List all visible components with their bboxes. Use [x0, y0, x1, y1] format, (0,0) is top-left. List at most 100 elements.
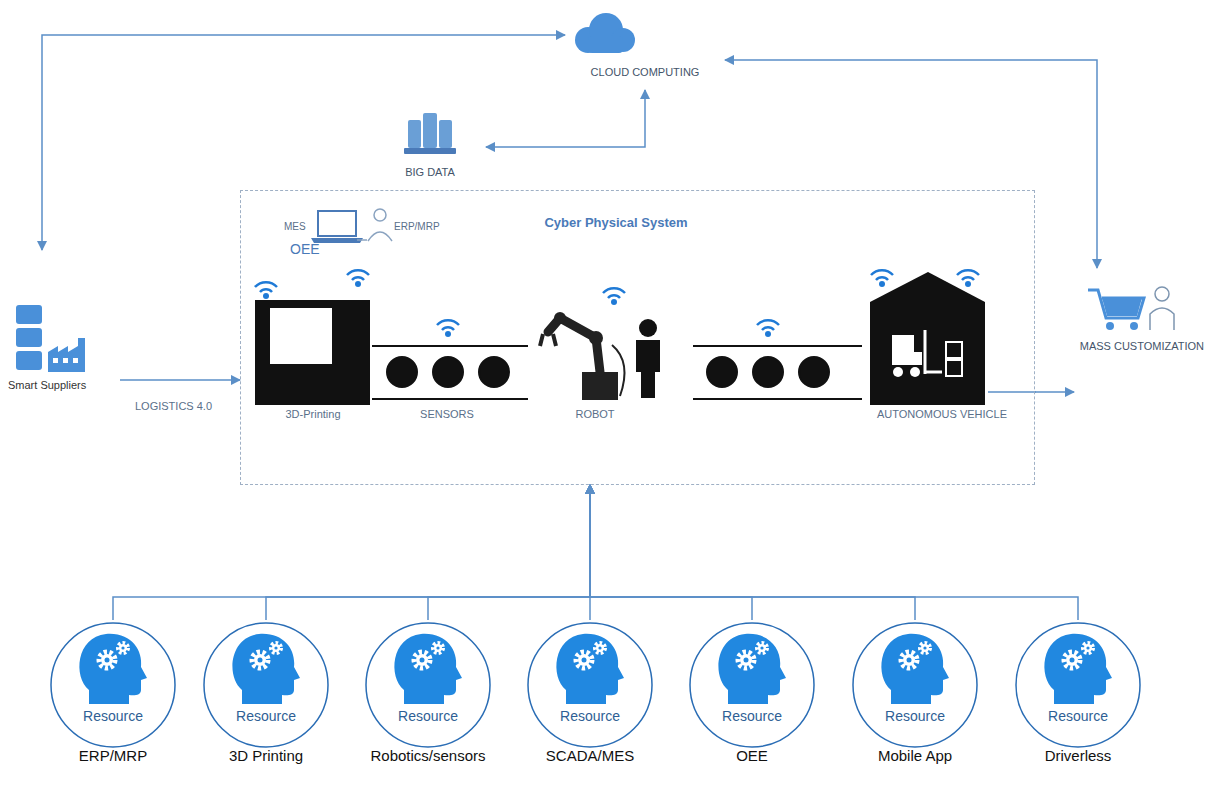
resource-label: Resource: [885, 708, 945, 725]
connector: [1035, 391, 1074, 393]
resource-label: Resource: [1048, 708, 1108, 725]
machine-label: ROBOT: [575, 408, 614, 421]
sensor-node: SENSORS: [375, 318, 528, 425]
supplier-node: Smart Suppliers: [4, 250, 120, 395]
warehouse-icon: [925, 371, 942, 374]
resource-circle: [204, 623, 328, 747]
big-data-icon: [404, 148, 456, 154]
resource-circle: ResourceDriverless: [1008, 620, 1148, 770]
supplier-label: Smart Suppliers: [8, 379, 86, 392]
resource-circle: [51, 623, 175, 747]
cart-icon: [1106, 322, 1114, 330]
skill-label: 3D Printing: [229, 747, 303, 765]
robot-arm: [589, 331, 603, 345]
output-line: [988, 391, 1036, 393]
connector: [266, 485, 590, 620]
resource-circle: ResourceRobotics/sensors: [358, 620, 498, 770]
wifi-signals: [255, 270, 979, 337]
skill-label: Robotics/sensors: [370, 747, 485, 765]
wifi-signals: [757, 320, 779, 337]
connector: [590, 485, 915, 620]
warehouse-icon: [946, 342, 962, 358]
factory-icon: [53, 358, 58, 363]
resource-circle: [528, 623, 652, 747]
head-icon: [718, 634, 786, 704]
resource-label: Resource: [83, 708, 143, 725]
machine-label: SENSORS: [420, 408, 474, 421]
factory-icon: [73, 358, 78, 363]
conveyor: [707, 357, 737, 387]
cart-icon: [1088, 290, 1144, 318]
skill-label: Driverless: [1045, 747, 1112, 765]
boundary-title: Cyber Physical System: [544, 215, 687, 231]
supplier-barrels: [16, 305, 42, 370]
customer-icon: [1150, 287, 1174, 330]
connector: [486, 90, 645, 147]
connector: [42, 35, 565, 250]
robot-node: ROBOT: [530, 300, 660, 425]
cart-icon: [1102, 298, 1142, 316]
printer-node: 3D-Printing: [255, 300, 372, 425]
warehouse-icon: [870, 272, 985, 405]
person-icon: [374, 209, 386, 221]
factory-icon: [63, 358, 68, 363]
customer-icon: [1155, 287, 1169, 301]
conveyor: [479, 357, 509, 387]
conveyor: [693, 346, 862, 399]
system-label: ERP/MRP: [394, 221, 440, 233]
big-data-icon: [423, 113, 437, 148]
conveyor: [372, 345, 528, 347]
head-icon: [394, 634, 462, 704]
resource-circle: Resource3D Printing: [196, 620, 336, 770]
conveyor: [693, 345, 862, 347]
head-icon: [1044, 634, 1112, 704]
supplier-barrels: [16, 328, 42, 347]
resource-circle: ResourceERP/MRP: [43, 620, 183, 770]
factory-icon: [48, 338, 85, 372]
big-data-icon: [439, 120, 452, 148]
resource-circle: ResourceOEE: [682, 620, 822, 770]
head-icon: [556, 634, 624, 704]
head-icon: [232, 634, 300, 704]
cloud-node: CLOUD COMPUTING: [565, 10, 725, 90]
vehicle-node: AUTONOMOUS VEHICLE: [860, 270, 1025, 425]
resource-label: Resource: [722, 708, 782, 725]
worker-figure: [636, 319, 660, 398]
resource-label: Resource: [398, 708, 458, 725]
conveyor: [753, 357, 783, 387]
system-label: MES: [284, 221, 306, 233]
system-label: OEE: [290, 241, 320, 258]
connector: [120, 379, 240, 381]
resource-circle: [366, 623, 490, 747]
warehouse-icon: [924, 330, 927, 374]
machine-label: AUTONOMOUS VEHICLE: [877, 408, 1007, 421]
person-icon: [357, 209, 392, 241]
cloud-icon: [588, 36, 623, 53]
big-data-label: BIG DATA: [405, 166, 455, 179]
conveyor: [387, 357, 417, 387]
conveyor: [799, 357, 829, 387]
printer-3d: [255, 300, 370, 405]
connector: [590, 485, 752, 620]
warehouse-icon: [946, 360, 962, 376]
connector: [113, 485, 590, 620]
supplier-barrels: [16, 305, 42, 324]
wifi-signals: [957, 270, 979, 287]
skill-label: SCADA/MES: [546, 747, 634, 765]
conveyor: [693, 398, 862, 400]
resource-circle: [690, 623, 814, 747]
resource-label: Resource: [560, 708, 620, 725]
mes-station: MES OEE ERP/MRP: [278, 205, 444, 265]
resource-circle: [853, 623, 977, 747]
printer-3d: [270, 308, 332, 364]
connector: [428, 485, 590, 620]
head-icon: [881, 634, 949, 704]
output-line: [988, 392, 1036, 393]
worker-figure: [639, 319, 657, 337]
warehouse-icon: [893, 367, 903, 377]
skill-label: Mobile App: [878, 747, 952, 765]
head-icon: [79, 634, 147, 704]
laptop-icon: [311, 211, 363, 243]
